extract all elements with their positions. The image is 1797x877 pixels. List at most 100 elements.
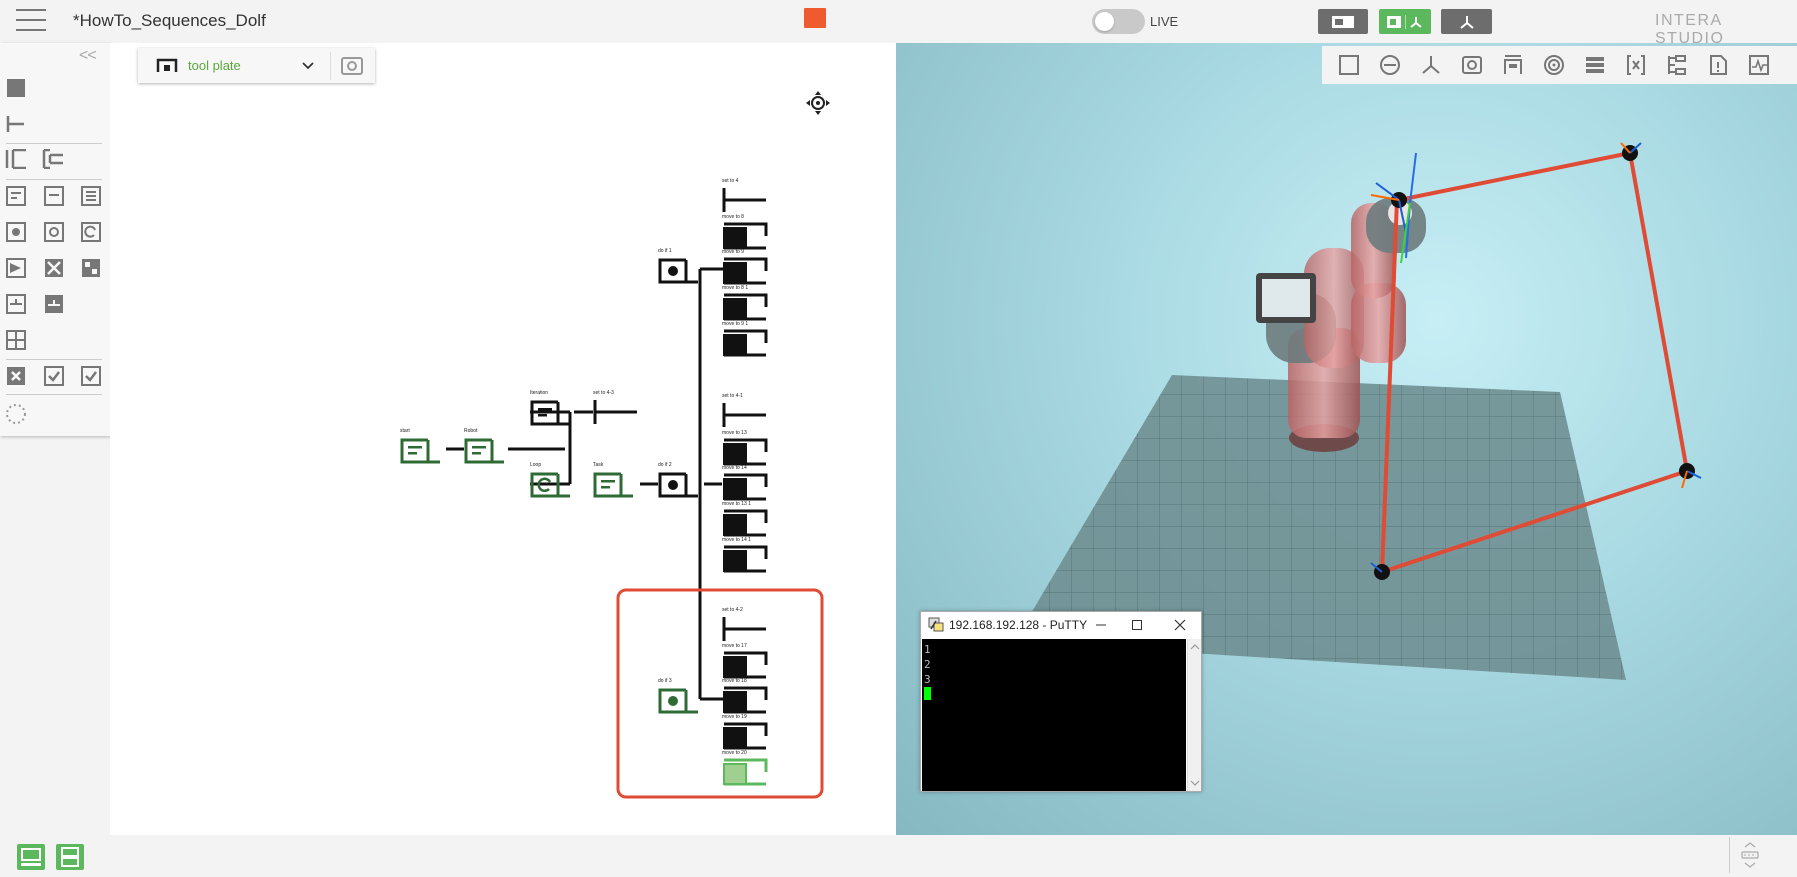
graph-icon: [1748, 55, 1769, 75]
maximize-button[interactable]: [1127, 615, 1147, 635]
gripper-closed-icon[interactable]: [43, 293, 65, 315]
record-button[interactable]: [804, 8, 826, 28]
frame-selector[interactable]: tool plate: [138, 48, 375, 83]
tool-plate-icon: [156, 58, 178, 72]
tree-node[interactable]: move to 17: [722, 643, 768, 679]
frame-view-button[interactable]: [1328, 46, 1369, 84]
camera-icon: [340, 57, 363, 75]
bottom-bar: [0, 835, 1797, 877]
terminal-output[interactable]: 1 2 3: [922, 639, 1186, 791]
tree-node-label: move to 17: [722, 643, 747, 649]
variables-button[interactable]: [1615, 46, 1656, 84]
hamburger-menu-icon[interactable]: [16, 9, 46, 33]
grid-icon[interactable]: [5, 329, 27, 351]
tree-node[interactable]: move to 14: [722, 465, 768, 501]
snapshot-button[interactable]: [330, 52, 372, 80]
tree-node[interactable]: Robot: [464, 428, 504, 464]
axes-button[interactable]: [1410, 46, 1451, 84]
layout-single-button[interactable]: [16, 843, 46, 871]
tree-node-label: move to 19: [722, 714, 747, 720]
tree-node[interactable]: set to 4-1: [722, 393, 766, 427]
tree-node[interactable]: start: [400, 428, 440, 464]
split-layout-icon: [56, 844, 84, 870]
workstation-icon: [1503, 55, 1522, 74]
minimize-button[interactable]: [1091, 615, 1111, 635]
layout-split-button[interactable]: [55, 843, 85, 871]
vision-icon[interactable]: [80, 257, 102, 279]
signal-button[interactable]: [1533, 46, 1574, 84]
tree-node[interactable]: move to 8: [722, 214, 768, 250]
tree-node[interactable]: do if 2: [658, 462, 698, 498]
tree-node[interactable]: move to 13 1: [722, 501, 768, 537]
terminal-scrollbar[interactable]: [1187, 639, 1201, 791]
tree-node[interactable]: Loop: [530, 462, 570, 498]
do-if-icon[interactable]: [5, 221, 27, 243]
edit-mode-button[interactable]: [1318, 9, 1368, 34]
selection-highlight: [616, 588, 824, 799]
subtree-icon[interactable]: [43, 185, 65, 207]
putty-titlebar[interactable]: 192.168.192.128 - PuTTY: [921, 612, 1201, 638]
monitor-button[interactable]: [1738, 46, 1779, 84]
tree-node[interactable]: move to 18: [722, 678, 768, 714]
task-icon[interactable]: [5, 185, 27, 207]
run-mode-button[interactable]: [1441, 9, 1492, 34]
maximize-icon: [1132, 620, 1142, 630]
tree-node[interactable]: Task: [593, 462, 633, 498]
train-mode-button[interactable]: [1379, 9, 1431, 34]
putty-app-icon: [928, 617, 944, 632]
success-icon[interactable]: [43, 365, 65, 387]
list-icon[interactable]: [80, 185, 102, 207]
sequence-reverse-icon[interactable]: [42, 148, 64, 170]
layout-icon: [17, 844, 45, 870]
check-icon[interactable]: [80, 365, 102, 387]
tree-node[interactable]: move to 20: [722, 750, 768, 786]
table-view-button[interactable]: [1492, 46, 1533, 84]
close-button[interactable]: [1170, 615, 1190, 635]
top-bar: *HowTo_Sequences_Dolf LIVE INTERA STUDIO: [0, 0, 1797, 47]
tree-node-label: do if 3: [658, 678, 672, 684]
tree-node[interactable]: move to 13: [722, 430, 768, 466]
tree-node[interactable]: move to 9: [722, 249, 768, 285]
tree-node[interactable]: move to 9 1: [722, 321, 768, 357]
loading-spinner-icon: [5, 403, 27, 425]
info-button[interactable]: [1697, 46, 1738, 84]
zoom-button[interactable]: [1369, 46, 1410, 84]
tree-node[interactable]: set to 4: [722, 178, 766, 212]
tree-node[interactable]: Iteration: [530, 390, 570, 426]
frame-selector-label: tool plate: [188, 58, 241, 73]
camera-view-button[interactable]: [1451, 46, 1492, 84]
loop-icon[interactable]: [80, 221, 102, 243]
tree-node[interactable]: do if 3: [658, 678, 698, 714]
node-branch-icon[interactable]: [5, 113, 27, 135]
collapse-toolbox-button[interactable]: <<: [79, 47, 97, 64]
terminal-line: 3: [924, 673, 931, 686]
axes-icon: [1421, 56, 1440, 74]
putty-window[interactable]: 192.168.192.128 - PuTTY 1 2 3: [920, 611, 1202, 792]
hierarchy-button[interactable]: [1656, 46, 1697, 84]
node-block-icon[interactable]: [5, 77, 27, 99]
tree-node[interactable]: move to 14 1: [722, 537, 768, 573]
tree-node[interactable]: set to 4-3: [593, 390, 637, 424]
tree-node-label: move to 14 1: [722, 537, 751, 543]
gripper-icon[interactable]: [5, 293, 27, 315]
tree-node-label: move to 8: [722, 214, 744, 220]
do-else-icon[interactable]: [43, 221, 65, 243]
io-panel-button[interactable]: [1735, 841, 1765, 869]
live-label: LIVE: [1150, 14, 1179, 29]
chevron-down-icon: [302, 62, 314, 70]
tree-node[interactable]: set to 4-2: [722, 607, 766, 641]
set-to-icon[interactable]: [5, 257, 27, 279]
fail-icon[interactable]: [5, 365, 27, 387]
tree-node[interactable]: do if 1: [658, 248, 698, 284]
panel-icon: [1332, 15, 1354, 28]
wait-icon[interactable]: [43, 257, 65, 279]
sequence-icon[interactable]: [5, 148, 27, 170]
divider: [1729, 837, 1730, 873]
tree-node[interactable]: move to 19: [722, 714, 768, 750]
layers-button[interactable]: [1574, 46, 1615, 84]
tree-node[interactable]: move to 8 1: [722, 285, 768, 321]
tree-node-label: set to 4-2: [722, 607, 743, 613]
center-view-icon[interactable]: [806, 91, 830, 115]
live-toggle[interactable]: [1092, 9, 1145, 34]
